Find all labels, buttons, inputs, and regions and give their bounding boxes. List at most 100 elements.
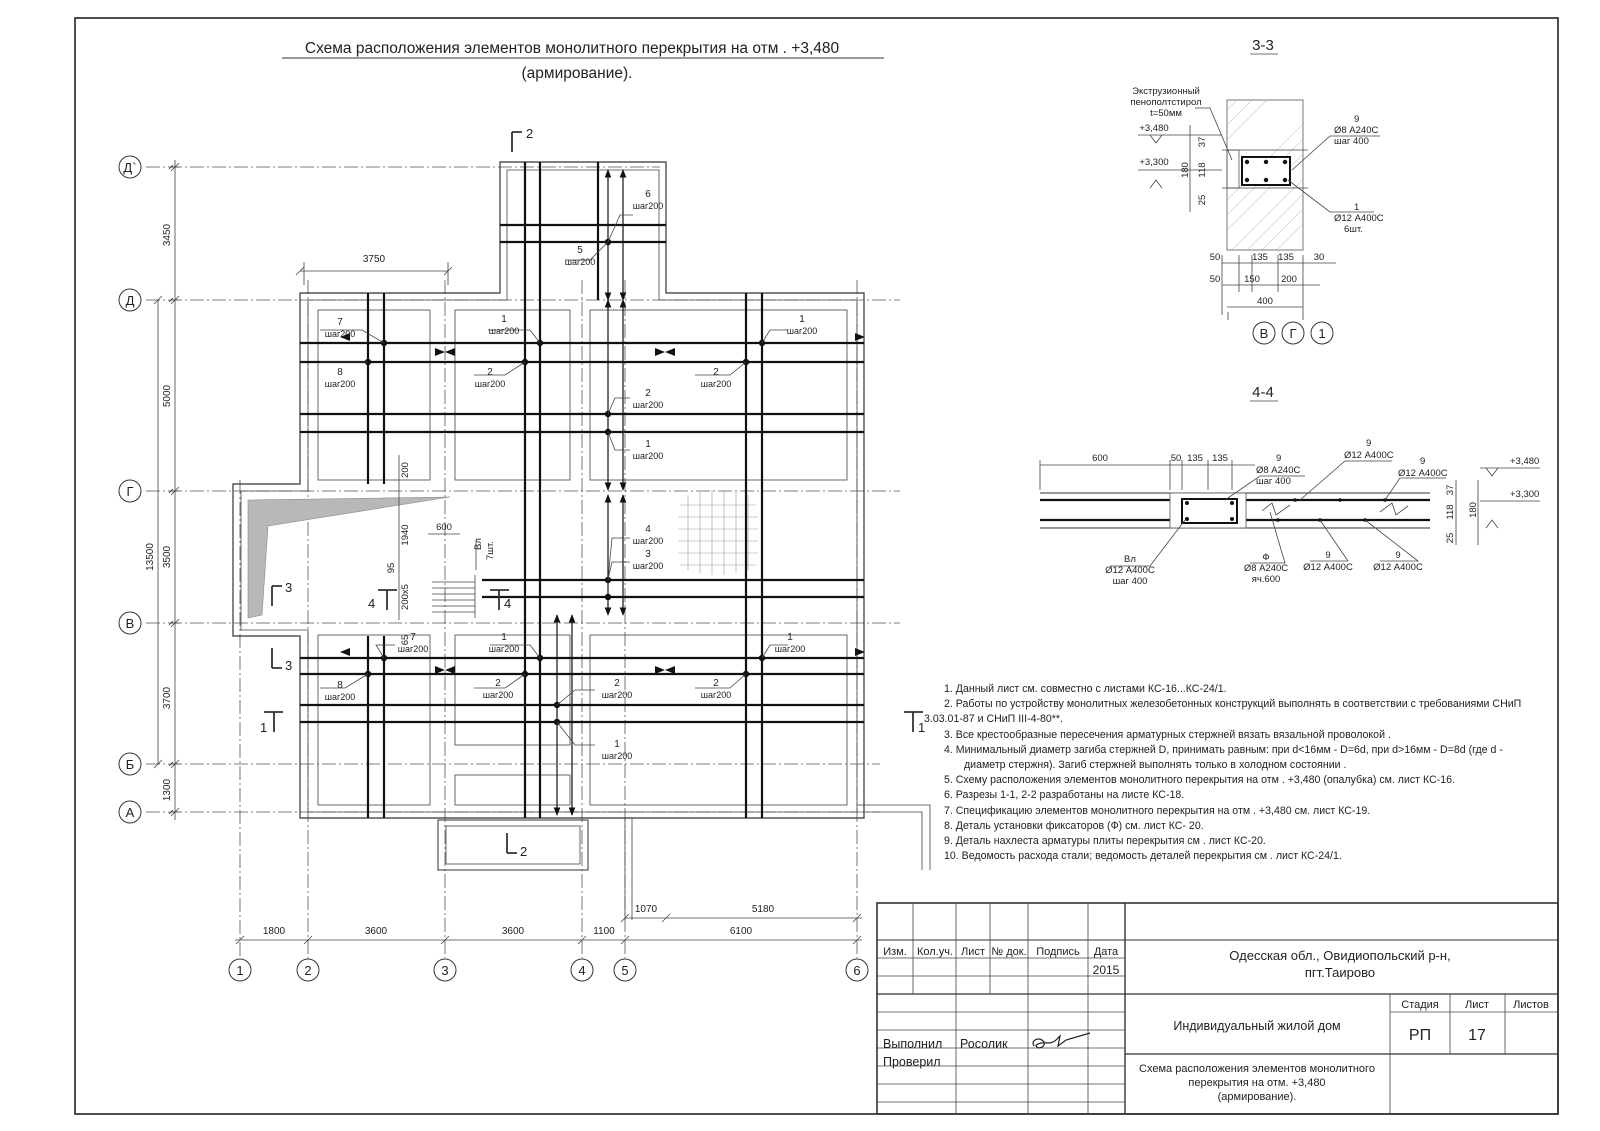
svg-text:шаг 400: шаг 400 [1256, 476, 1291, 487]
svg-text:А: А [126, 805, 135, 820]
svg-text:5000: 5000 [162, 384, 173, 407]
svg-text:2: 2 [713, 678, 719, 689]
axis-bubble [845, 958, 869, 982]
svg-text:шаг200: шаг200 [633, 400, 664, 410]
svg-text:3: 3 [285, 658, 292, 673]
svg-text:Ø12 А400С: Ø12 А400С [1398, 468, 1448, 479]
svg-text:шаг 400: шаг 400 [1334, 136, 1369, 147]
svg-text:6: 6 [853, 963, 860, 978]
svg-text:13500: 13500 [145, 543, 156, 571]
rebar-callouts [320, 214, 788, 746]
svg-text:5180: 5180 [752, 904, 775, 915]
svg-text:шаг200: шаг200 [602, 751, 633, 761]
svg-text:шаг200: шаг200 [633, 201, 664, 211]
svg-text:7: 7 [410, 632, 416, 643]
svg-text:135: 135 [1187, 453, 1203, 464]
svg-text:2: 2 [645, 388, 651, 399]
svg-text:Листов: Листов [1513, 999, 1549, 1011]
svg-text:1: 1 [1318, 326, 1325, 341]
axis-bubble [118, 479, 142, 503]
svg-text:шаг200: шаг200 [483, 690, 514, 700]
axis-bubble [1310, 321, 1334, 345]
svg-text:8: 8 [337, 680, 343, 691]
svg-text:4: 4 [504, 596, 511, 611]
title-line1: Схема расположения элементов монолитного… [305, 40, 840, 57]
row-axis-bubbles: Д` Д Г В Б А [118, 155, 142, 824]
note-item: 5. Схему расположения элементов монолитн… [944, 774, 1455, 787]
svg-text:пгт.Таирово: пгт.Таирово [1305, 965, 1375, 980]
svg-text:8: 8 [337, 367, 343, 378]
floor-plan: 7 шаг200 8 шаг200 1 шаг200 2 шаг200 1 ша… [118, 126, 931, 982]
svg-text:1: 1 [1354, 202, 1359, 213]
svg-text:шаг200: шаг200 [633, 451, 664, 461]
signature [1032, 1032, 1091, 1049]
svg-text:2: 2 [520, 844, 527, 859]
stair [432, 575, 476, 618]
svg-text:7шт.: 7шт. [485, 541, 496, 560]
svg-text:1100: 1100 [593, 926, 615, 937]
svg-text:9: 9 [1276, 453, 1281, 464]
svg-text:1: 1 [645, 439, 651, 450]
svg-text:3: 3 [441, 963, 448, 978]
svg-text:1070: 1070 [635, 904, 658, 915]
svg-text:1: 1 [614, 739, 620, 750]
svg-text:1: 1 [918, 720, 925, 735]
svg-text:шаг 400: шаг 400 [1113, 576, 1148, 587]
svg-text:1: 1 [236, 963, 243, 978]
svg-text:шаг200: шаг200 [701, 379, 732, 389]
svg-text:Ø12 А400С: Ø12 А400С [1344, 450, 1394, 461]
svg-text:шаг200: шаг200 [489, 326, 520, 336]
svg-text:шаг200: шаг200 [633, 536, 664, 546]
svg-text:400: 400 [1257, 296, 1273, 307]
axis-bubble [118, 752, 142, 776]
svg-text:шаг200: шаг200 [325, 692, 356, 702]
svg-text:Ф: Ф [1262, 552, 1269, 563]
general-notes: 1. Данный лист см. совместно с листами К… [924, 682, 1534, 864]
svg-text:600: 600 [436, 522, 452, 533]
axis-bubble [296, 958, 320, 982]
svg-text:Б: Б [126, 757, 135, 772]
svg-text:9: 9 [1366, 438, 1371, 449]
drawing-title: Схема расположения элементов монолитного… [282, 40, 884, 82]
svg-text:3700: 3700 [162, 686, 173, 709]
axis-bubble [1252, 321, 1276, 345]
svg-text:Ø8 А240С: Ø8 А240С [1256, 465, 1300, 476]
svg-text:118: 118 [1445, 504, 1456, 519]
svg-text:25: 25 [1197, 195, 1208, 206]
svg-text:2: 2 [526, 126, 533, 141]
svg-text:Кол.уч.: Кол.уч. [917, 946, 953, 958]
svg-text:Вл: Вл [1124, 554, 1136, 565]
svg-text:Лист: Лист [961, 946, 985, 958]
axis-bubble [228, 958, 252, 982]
svg-text:пенополтстирол: пенополтстирол [1130, 97, 1201, 108]
svg-text:4: 4 [578, 963, 585, 978]
svg-text:+3,480: +3,480 [1139, 123, 1168, 134]
svg-text:6100: 6100 [730, 926, 753, 937]
svg-text:6шт.: 6шт. [1344, 224, 1363, 235]
dims-left: 3450 5000 3500 13500 3700 1300 [145, 160, 180, 820]
title-line2: (армирование). [522, 65, 633, 82]
svg-text:65: 65 [400, 635, 411, 646]
axis-bubble [118, 288, 142, 312]
dim-top: 3750 [295, 254, 453, 285]
svg-text:135: 135 [1212, 453, 1228, 464]
svg-text:Индивидуальный жилой дом: Индивидуальный жилой дом [1173, 1019, 1340, 1033]
svg-text:Стадия: Стадия [1401, 999, 1439, 1011]
svg-text:Ø12 А400С: Ø12 А400С [1105, 565, 1155, 576]
svg-text:95: 95 [386, 563, 397, 574]
axis-bubble [570, 958, 594, 982]
svg-text:1: 1 [799, 314, 805, 325]
svg-text:+3,300: +3,300 [1139, 157, 1168, 168]
svg-text:Дата: Дата [1094, 946, 1119, 958]
svg-text:1: 1 [260, 720, 267, 735]
stair-dims: 200 1940 600 95 200x5 65 Вл 7шт. [386, 455, 496, 645]
svg-text:3600: 3600 [365, 926, 388, 937]
svg-text:180: 180 [1180, 162, 1191, 178]
svg-text:Ø8 А240С: Ø8 А240С [1244, 563, 1288, 574]
svg-text:3450: 3450 [162, 223, 173, 246]
svg-text:шаг200: шаг200 [701, 690, 732, 700]
svg-text:Г: Г [126, 484, 133, 499]
svg-text:(армирование).: (армирование). [1218, 1091, 1297, 1103]
svg-text:Вл: Вл [473, 538, 484, 550]
